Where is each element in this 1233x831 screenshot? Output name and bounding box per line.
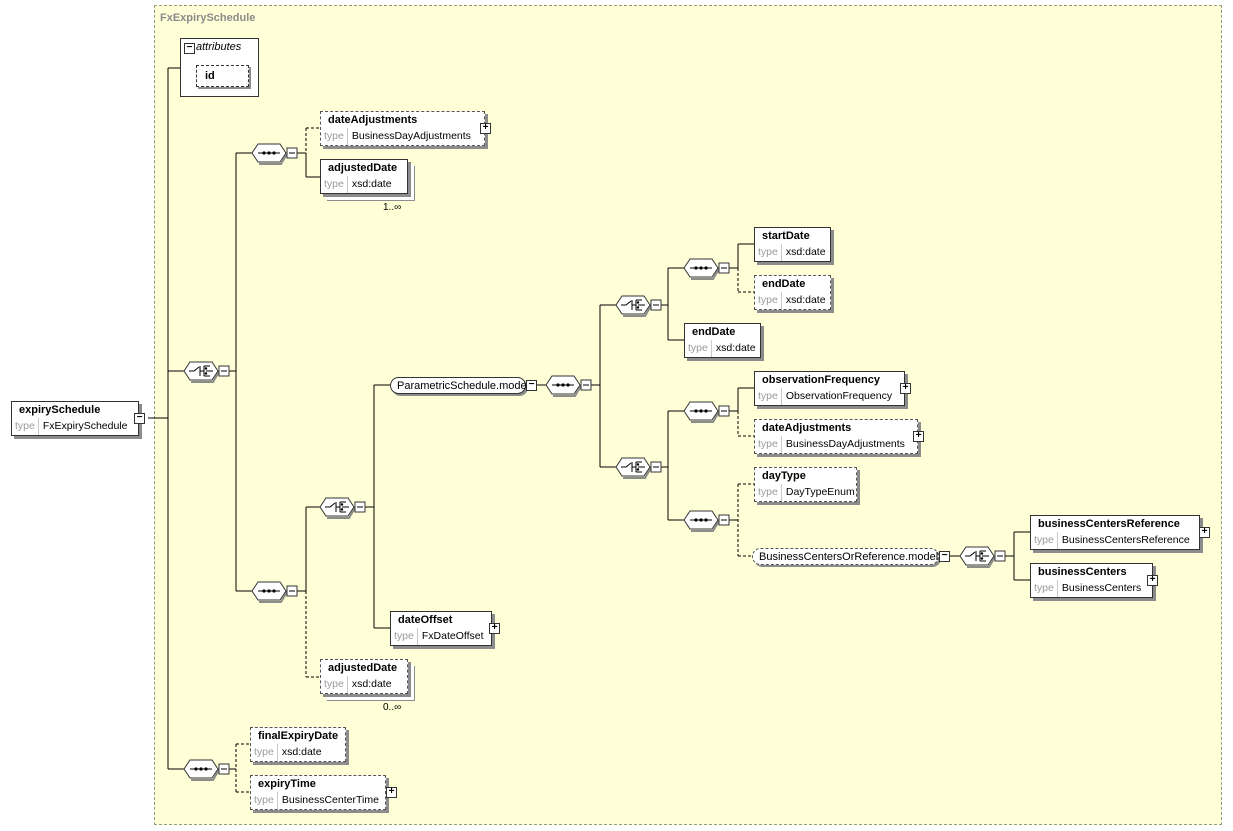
element-name: adjustedDate (321, 660, 407, 677)
type-value: xsd:date (351, 178, 392, 190)
type-value: BusinessCenters (1061, 582, 1142, 594)
element-name: startDate (755, 228, 830, 245)
choice-compositor[interactable] (959, 546, 1006, 568)
element-name: expiryTime (251, 776, 385, 793)
choice-compositor[interactable] (183, 361, 230, 383)
group-ParametricSchedule-model[interactable]: ParametricSchedule.model (390, 377, 529, 394)
attributes-header: attributes (196, 41, 242, 53)
type-label: type (685, 340, 712, 357)
choice-compositor[interactable] (319, 497, 366, 519)
element-name: finalExpiryDate (251, 728, 345, 745)
element-name: dateAdjustments (755, 420, 917, 437)
type-label: type (755, 244, 782, 261)
expand-toggle[interactable]: + (386, 787, 397, 798)
type-value: xsd:date (785, 246, 826, 258)
sequence-compositor[interactable] (683, 258, 730, 280)
element-name: endDate (755, 276, 830, 293)
type-value: xsd:date (351, 678, 392, 690)
type-value: xsd:date (715, 342, 756, 354)
type-label: type (321, 128, 348, 145)
type-label: type (251, 744, 278, 761)
attributes-box: − attributes id (180, 38, 259, 97)
type-label: type (1031, 580, 1058, 597)
expand-toggle[interactable]: + (480, 123, 491, 134)
element-name: observationFrequency (755, 372, 904, 389)
type-value: FxDateOffset (421, 630, 484, 642)
type-label: type (251, 792, 278, 809)
collapse-toggle[interactable]: − (134, 413, 145, 424)
expand-toggle[interactable]: + (489, 623, 500, 634)
sequence-compositor[interactable] (683, 401, 730, 423)
sequence-compositor[interactable] (251, 581, 298, 603)
type-value: BusinessDayAdjustments (785, 438, 905, 450)
element-name: adjustedDate (321, 160, 407, 177)
type-label: type (755, 292, 782, 309)
type-value: xsd:date (281, 746, 322, 758)
collapse-toggle[interactable]: − (526, 380, 537, 391)
type-value: FxExpirySchedule (42, 420, 128, 432)
type-value: BusinessCentersReference (1061, 534, 1190, 546)
type-label: type (391, 628, 418, 645)
expand-toggle[interactable]: + (1199, 527, 1210, 538)
expand-toggle[interactable]: + (900, 383, 911, 394)
sequence-compositor[interactable] (183, 759, 230, 781)
element-name: expirySchedule (12, 402, 138, 419)
element-name: businessCentersReference (1031, 516, 1199, 533)
collapse-toggle[interactable]: − (939, 551, 950, 562)
type-label: type (755, 388, 782, 405)
type-label: type (1031, 532, 1058, 549)
sequence-compositor[interactable] (251, 143, 298, 165)
multiplicity: 0..∞ (383, 702, 402, 713)
type-value: BusinessDayAdjustments (351, 130, 471, 142)
type-value: DayTypeEnum (785, 486, 855, 498)
type-label: type (755, 436, 782, 453)
multiplicity: 1..∞ (383, 202, 402, 213)
element-name: endDate (685, 324, 760, 341)
type-label: type (321, 176, 348, 193)
type-label: type (321, 676, 348, 693)
type-label: type (755, 484, 782, 501)
expand-toggle[interactable]: + (913, 431, 924, 442)
type-value: BusinessCenterTime (281, 794, 379, 806)
choice-compositor[interactable] (615, 295, 662, 317)
sequence-compositor[interactable] (545, 375, 592, 397)
element-name: dateAdjustments (321, 112, 484, 129)
element-name: dateOffset (391, 612, 491, 629)
type-value: xsd:date (785, 294, 826, 306)
multiplicity-caret (393, 193, 403, 199)
sequence-compositor[interactable] (683, 510, 730, 532)
element-name: businessCenters (1031, 564, 1152, 581)
type-label: type (12, 418, 39, 435)
group-BusinessCentersOrReference-model[interactable]: BusinessCentersOrReference.model (752, 548, 939, 565)
expand-toggle[interactable]: + (1147, 575, 1158, 586)
multiplicity-caret (393, 693, 403, 699)
type-value: ObservationFrequency (785, 390, 893, 402)
collapse-toggle[interactable]: − (184, 43, 195, 54)
attribute-id: id (196, 65, 249, 87)
element-name: dayType (755, 468, 856, 485)
frame-title: FxExpirySchedule (160, 12, 256, 24)
choice-compositor[interactable] (615, 457, 662, 479)
